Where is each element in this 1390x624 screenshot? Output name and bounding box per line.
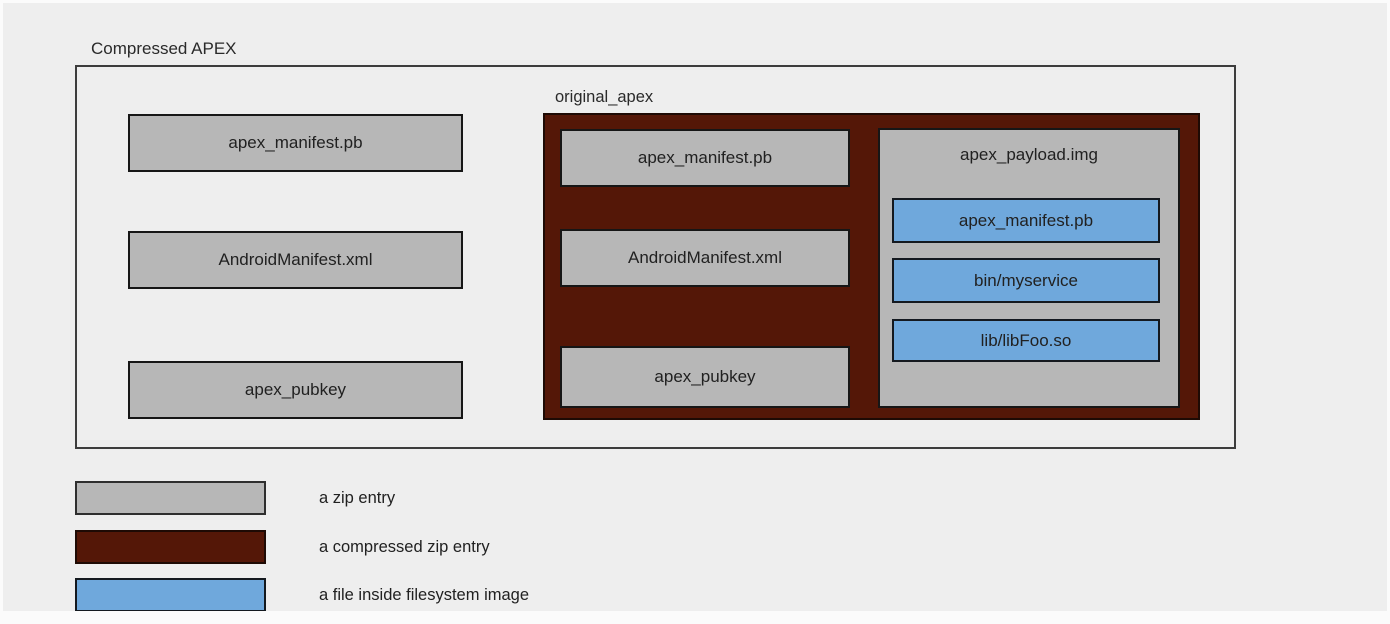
legend-row-filesystem-file: a file inside filesystem image [75, 578, 529, 612]
inner-zip-entry-apex-pubkey: apex_pubkey [560, 346, 850, 408]
fs-file-lib-libfoo: lib/libFoo.so [892, 319, 1160, 362]
zip-entry-label: apex_manifest.pb [637, 148, 773, 167]
zip-entry-label: AndroidManifest.xml [627, 248, 782, 267]
zip-entry-apex-pubkey: apex_pubkey [128, 361, 463, 419]
zip-entry-apex-manifest: apex_manifest.pb [128, 114, 463, 172]
legend-label: a compressed zip entry [319, 537, 490, 556]
compressed-apex-box [75, 65, 1236, 449]
fs-file-apex-manifest: apex_manifest.pb [892, 198, 1160, 243]
inner-zip-entry-android-manifest: AndroidManifest.xml [560, 229, 850, 287]
zip-entry-label: apex_manifest.pb [228, 133, 363, 152]
compressed-apex-label: Compressed APEX [91, 39, 237, 58]
fs-file-label: apex_manifest.pb [958, 210, 1094, 230]
fs-file-bin-myservice: bin/myservice [892, 258, 1160, 303]
inner-zip-entry-apex-manifest: apex_manifest.pb [560, 129, 850, 187]
legend-swatch-compressed-zip-entry [75, 530, 266, 564]
legend-row-compressed-zip-entry: a compressed zip entry [75, 530, 490, 564]
fs-file-label: lib/libFoo.so [980, 330, 1072, 350]
legend-label: a file inside filesystem image [319, 585, 530, 604]
legend-swatch-filesystem-file [75, 578, 266, 612]
fs-file-label: bin/myservice [974, 270, 1078, 290]
zip-entry-label: apex_pubkey [654, 367, 756, 386]
legend-swatch-zip-entry [75, 481, 266, 515]
legend-label: a zip entry [319, 488, 396, 507]
legend-row-zip-entry: a zip entry [75, 481, 395, 515]
apex-payload-label: apex_payload.img [960, 145, 1098, 164]
zip-entry-label: AndroidManifest.xml [218, 250, 373, 269]
original-apex-label: original_apex [555, 88, 654, 106]
zip-entry-label: apex_pubkey [244, 380, 347, 399]
zip-entry-android-manifest: AndroidManifest.xml [128, 231, 463, 289]
